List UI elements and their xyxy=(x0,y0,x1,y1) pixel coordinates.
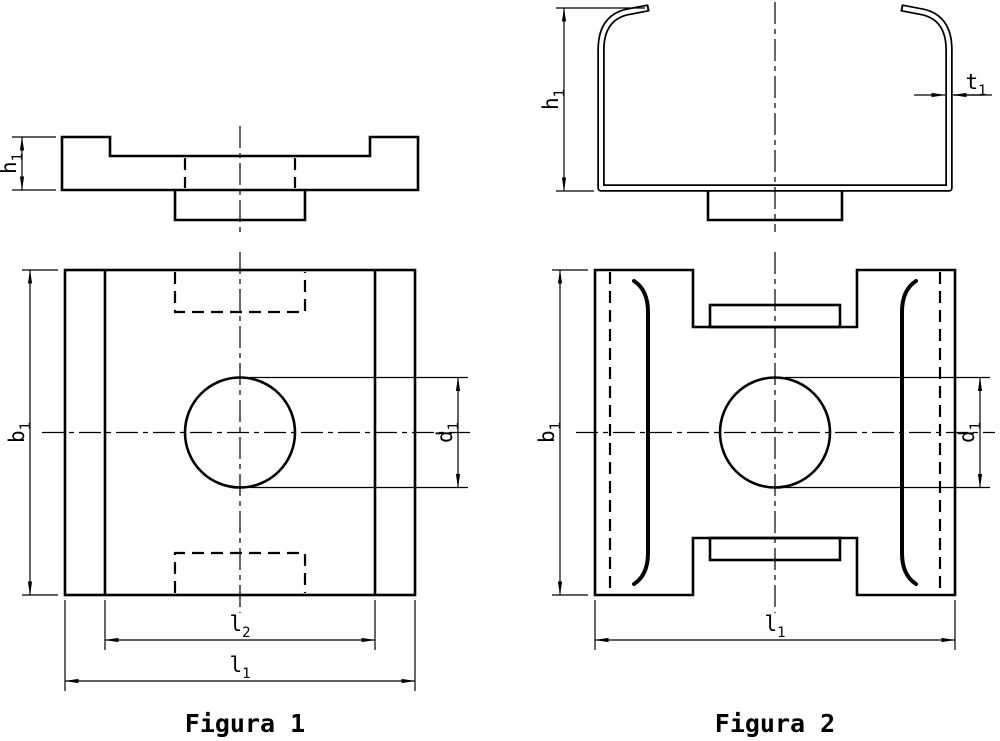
figure1-dim-b1: b1 xyxy=(5,269,58,596)
figure2-dim-l1: l1 xyxy=(594,600,956,650)
dim-label-l2: l2 xyxy=(229,612,250,641)
figure2-plan-outline xyxy=(593,268,957,597)
figure1-caption: Figura 1 xyxy=(185,709,305,738)
figure2-dim-b1: b1 xyxy=(535,269,588,596)
dim-label-l1: l1 xyxy=(229,653,250,682)
figure2-tab-outline xyxy=(706,191,844,222)
figure1-side-view xyxy=(60,126,420,232)
figure2-tip-cap-left xyxy=(646,4,650,12)
dim-label-d1: d1 xyxy=(955,422,984,443)
dim-label-h1: h1 xyxy=(0,153,26,174)
figure1-dim-h1: h1 xyxy=(0,136,56,191)
figure2-dim-d1: d1 xyxy=(785,376,990,489)
figure2-plan-view xyxy=(576,252,995,613)
figure1-dim-l2: l2 xyxy=(104,600,376,650)
figure2-dim-h1: h1 xyxy=(539,7,645,192)
figure1-dim-d1: d1 xyxy=(250,376,468,489)
dim-label-d1: d1 xyxy=(433,422,462,443)
dim-label-h1: h1 xyxy=(539,89,568,110)
figure2-tip-cap-right xyxy=(900,4,904,12)
figure1: h1 b1 d1 xyxy=(0,126,470,738)
figure2: h1 t1 xyxy=(535,2,995,738)
figure1-plan-view xyxy=(42,252,470,613)
dim-label-b1: b1 xyxy=(535,422,564,443)
dim-label-l1: l1 xyxy=(764,612,785,641)
dim-label-t1: t1 xyxy=(965,70,986,99)
figure1-dim-l1: l1 xyxy=(64,600,416,691)
figure2-caption: Figura 2 xyxy=(715,709,835,738)
figure2-side-view xyxy=(597,2,953,232)
figure1-hidden-tab-top xyxy=(173,272,307,314)
figure2-bend-line-left xyxy=(632,279,650,586)
figure1-profile-outline xyxy=(60,135,420,192)
dim-label-b1: b1 xyxy=(5,422,34,443)
figure2-dim-t1: t1 xyxy=(914,70,992,99)
